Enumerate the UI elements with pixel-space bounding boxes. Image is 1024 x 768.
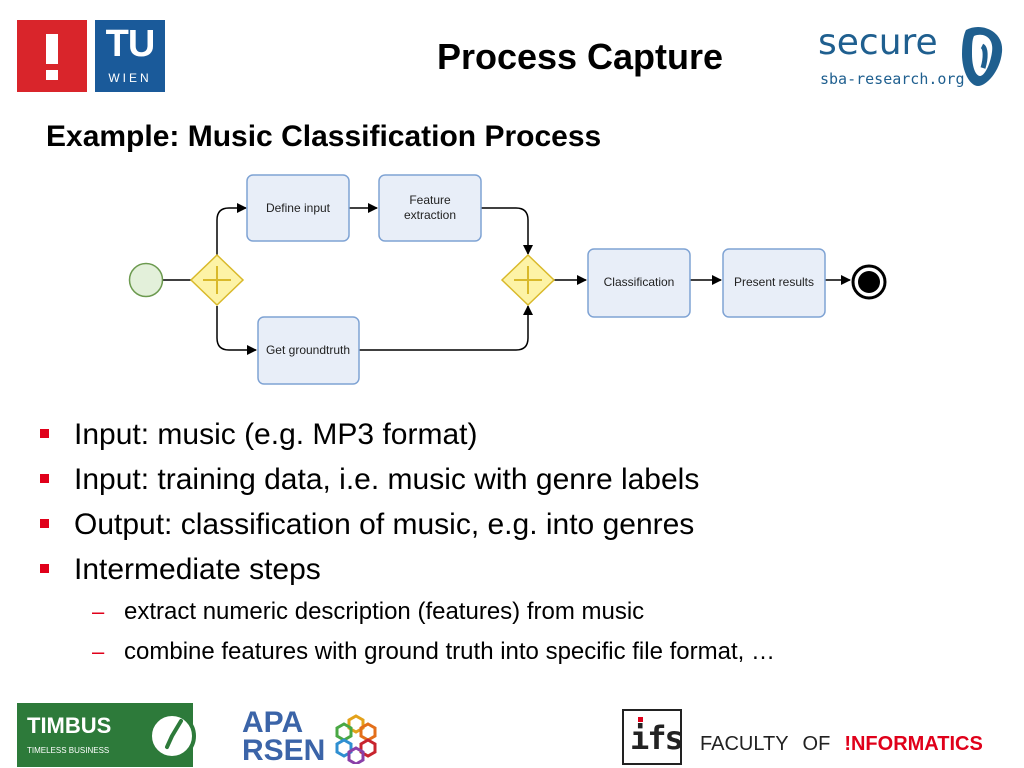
faculty-of-informatics-logo: FACULTY OF !NFORMATICS — [700, 733, 983, 756]
red-square-bullet-icon — [40, 519, 49, 528]
task-get-groundtruth-label: Get groundtruth — [266, 343, 350, 357]
timbus-wordmark: TIMBUS — [27, 713, 112, 738]
tu-wordmark: TU WIEN — [95, 20, 165, 92]
end-event — [851, 264, 887, 300]
bullet-item: Output: classification of music, e.g. in… — [36, 502, 996, 547]
section-heading: Example: Music Classification Process — [46, 120, 602, 153]
timbus-tagline: TIMELESS BUSINESS — [27, 746, 110, 755]
hexagon-cluster-icon — [335, 714, 377, 764]
faculty-word: FACULTY — [700, 733, 789, 755]
red-square-bullet-icon — [40, 474, 49, 483]
task-feature-extraction-label-1: Feature — [409, 193, 451, 207]
clock-icon — [148, 712, 196, 760]
task-present-results-label: Present results — [734, 275, 814, 289]
secure-shield-icon — [962, 26, 1003, 86]
tu-letters: TU — [105, 23, 156, 65]
rsen-wordmark: RSEN — [242, 734, 326, 767]
bullet-item: Input: training data, i.e. music with ge… — [36, 457, 996, 502]
flow-feature-to-join — [481, 207, 533, 255]
timbus-logo: TIMBUS TIMELESS BUSINESS — [17, 703, 196, 767]
process-diagram: Define input Feature extraction Get grou… — [128, 174, 887, 385]
ifs-logo: ifs — [622, 709, 684, 765]
task-feature-extraction-label-2: extraction — [404, 208, 456, 222]
flow-groundtruth-to-join — [359, 305, 533, 351]
tu-city: WIEN — [108, 71, 152, 85]
ifs-red-dot-icon — [638, 717, 643, 722]
tu-wien-logo: TU WIEN — [17, 20, 165, 92]
bullet-item: Input: music (e.g. MP3 format) — [36, 412, 996, 457]
secure-domain: sba-research.org — [820, 70, 965, 88]
red-square-bullet-icon — [40, 429, 49, 438]
dash-bullet-icon: – — [92, 599, 105, 624]
apa-wordmark: APA — [242, 706, 304, 739]
task-feature-extraction: Feature extraction — [378, 174, 482, 242]
bullet-text: Output: classification of music, e.g. in… — [74, 508, 695, 541]
flow-split-to-define — [216, 203, 247, 256]
task-define-input-label: Define input — [266, 201, 331, 215]
task-classification: Classification — [587, 248, 691, 318]
page-title: Process Capture — [436, 36, 724, 77]
bullet-item: Intermediate steps — [36, 547, 996, 592]
sub-bullet-item: –extract numeric description (features) … — [36, 592, 996, 632]
tu-exclamation-mark — [17, 20, 87, 92]
task-classification-label: Classification — [604, 275, 675, 289]
ifs-wordmark: ifs — [630, 719, 684, 757]
task-define-input: Define input — [246, 174, 350, 242]
parallel-join-gateway — [500, 253, 556, 307]
task-get-groundtruth: Get groundtruth — [257, 316, 360, 385]
apa-rsen-logo: APA RSEN — [242, 706, 382, 768]
bullet-list: Input: music (e.g. MP3 format) Input: tr… — [36, 412, 996, 672]
of-word: OF — [802, 733, 831, 755]
secure-wordmark: secure — [818, 22, 938, 63]
sub-bullet-text: extract numeric description (features) f… — [124, 598, 645, 625]
bullet-text: Input: music (e.g. MP3 format) — [74, 418, 478, 451]
sba-secure-logo: secure sba-research.org — [818, 22, 1008, 92]
start-event — [128, 262, 164, 298]
bullet-text: Intermediate steps — [74, 553, 321, 586]
parallel-split-gateway — [189, 253, 245, 307]
red-square-bullet-icon — [40, 564, 49, 573]
sub-bullet-item: –combine features with ground truth into… — [36, 632, 996, 672]
bullet-text: Input: training data, i.e. music with ge… — [74, 463, 700, 496]
task-present-results: Present results — [722, 248, 826, 318]
informatics-word: !NFORMATICS — [844, 733, 983, 755]
flow-split-to-groundtruth — [216, 306, 257, 355]
dash-bullet-icon: – — [92, 639, 105, 664]
sub-bullet-text: combine features with ground truth into … — [124, 638, 775, 665]
